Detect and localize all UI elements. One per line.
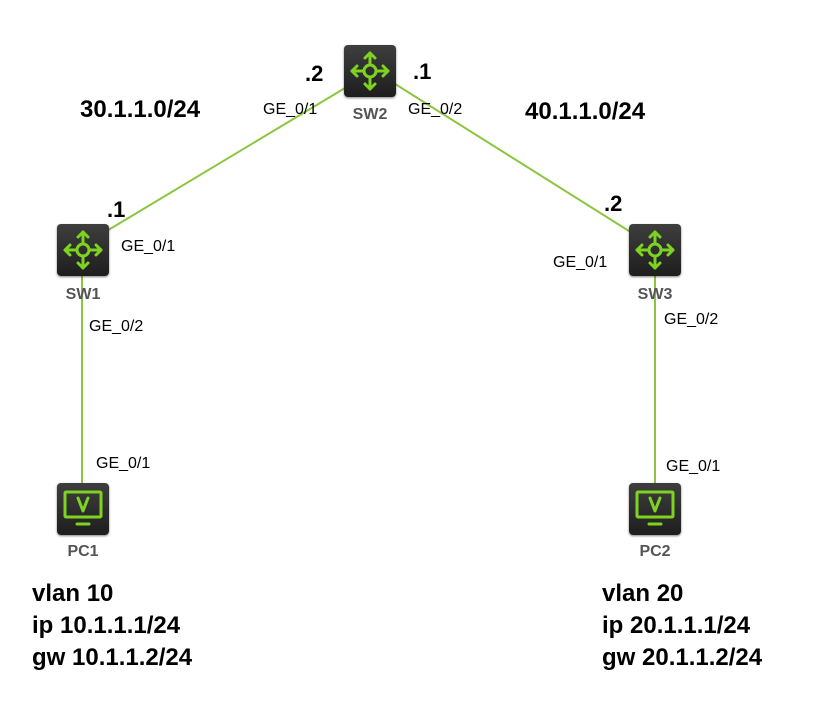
port-label-sw1-ge0-1: GE_0/1 bbox=[121, 238, 176, 255]
pc1-vlan: vlan 10 bbox=[32, 580, 114, 607]
port-label-pc1-ge0-1: GE_0/1 bbox=[96, 455, 151, 472]
port-label-pc2-ge0-1: GE_0/1 bbox=[666, 458, 721, 475]
switch-arrows-icon bbox=[635, 230, 675, 270]
sw3-label: SW3 bbox=[637, 286, 673, 303]
monitor-icon bbox=[635, 490, 675, 526]
port-label-sw2-ge0-1: GE_0/1 bbox=[263, 101, 318, 118]
pc1-label: PC1 bbox=[67, 543, 99, 560]
pc1-ip: ip 10.1.1.1/24 bbox=[32, 612, 181, 639]
switch-arrows-icon bbox=[63, 230, 103, 270]
network-label-sw2-sw3: 40.1.1.0/24 bbox=[525, 98, 646, 125]
pc1-gateway: gw 10.1.1.2/24 bbox=[32, 644, 193, 671]
link-sw1-sw2 bbox=[94, 81, 356, 239]
pc2-config: vlan 20 ip 20.1.1.1/24 gw 20.1.1.2/24 bbox=[602, 578, 762, 674]
port-label-sw3-ge0-1: GE_0/1 bbox=[553, 254, 608, 271]
address-label-sw2-right: .1 bbox=[413, 59, 432, 84]
monitor-icon bbox=[63, 490, 103, 526]
link-sw2-sw3 bbox=[391, 81, 641, 239]
sw2-device[interactable] bbox=[344, 45, 396, 97]
network-label-sw1-sw2: 30.1.1.0/24 bbox=[80, 96, 201, 123]
port-label-sw1-ge0-2: GE_0/2 bbox=[89, 318, 144, 335]
pc2-device[interactable] bbox=[629, 483, 681, 535]
pc2-label: PC2 bbox=[639, 543, 671, 560]
address-label-sw3: .2 bbox=[604, 191, 623, 216]
port-label-sw2-ge0-2: GE_0/2 bbox=[408, 101, 463, 118]
sw1-label: SW1 bbox=[65, 286, 101, 303]
address-label-sw2-left: .2 bbox=[305, 61, 324, 86]
sw1-device[interactable] bbox=[57, 224, 109, 276]
address-label-sw1: .1 bbox=[107, 197, 126, 222]
pc2-gateway: gw 20.1.1.2/24 bbox=[602, 644, 763, 671]
sw3-device[interactable] bbox=[629, 224, 681, 276]
pc2-vlan: vlan 20 bbox=[602, 580, 684, 607]
sw2-label: SW2 bbox=[352, 106, 388, 123]
switch-arrows-icon bbox=[350, 51, 390, 91]
pc1-config: vlan 10 ip 10.1.1.1/24 gw 10.1.1.2/24 bbox=[32, 578, 192, 674]
pc1-device[interactable] bbox=[57, 483, 109, 535]
port-label-sw3-ge0-2: GE_0/2 bbox=[664, 311, 719, 328]
pc2-ip: ip 20.1.1.1/24 bbox=[602, 612, 751, 639]
